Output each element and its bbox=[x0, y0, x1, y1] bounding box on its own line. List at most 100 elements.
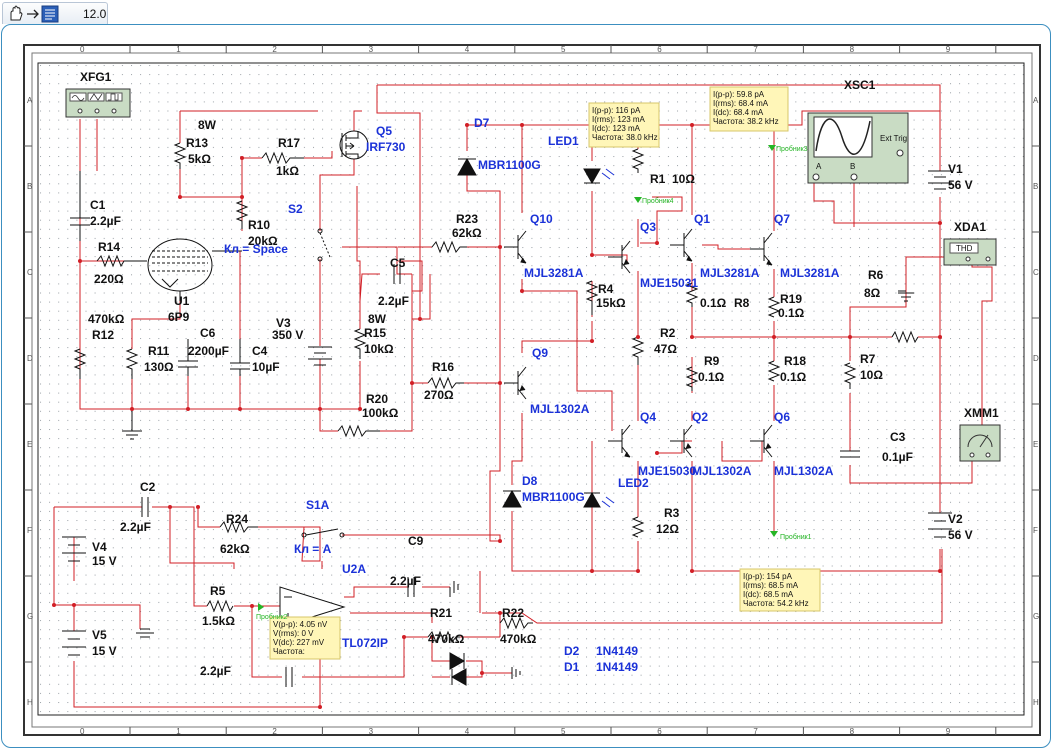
multimeter-xmm1[interactable]: XMM1 bbox=[959, 406, 1001, 462]
capacitor-c4[interactable] bbox=[230, 339, 250, 376]
resistor-r6-load[interactable] bbox=[891, 330, 919, 344]
battery-v2[interactable] bbox=[928, 512, 952, 538]
ruler-row-label: G bbox=[27, 612, 33, 621]
ruler-row-label: C bbox=[27, 268, 33, 277]
distortion-analyzer-xda1[interactable]: THD XDA1 bbox=[943, 220, 997, 266]
capacitor-c3[interactable] bbox=[840, 450, 860, 458]
transistor-q6[interactable] bbox=[750, 424, 773, 458]
transistor-q4[interactable] bbox=[608, 424, 631, 458]
resistor-r4[interactable] bbox=[585, 280, 599, 315]
tube-u1[interactable] bbox=[124, 238, 242, 301]
label-q7: Q7 bbox=[774, 212, 790, 226]
resistor-r22[interactable] bbox=[499, 616, 533, 630]
capacitor-c6[interactable] bbox=[178, 339, 198, 376]
battery-v4[interactable] bbox=[62, 536, 86, 562]
label-r17v: 1kΩ bbox=[276, 164, 299, 178]
resistor-r10[interactable] bbox=[235, 200, 249, 229]
probe-readout-line: V(dc): 227 mV bbox=[273, 638, 325, 647]
resistor-r5[interactable] bbox=[206, 599, 234, 613]
schematic-sheet-icon[interactable] bbox=[41, 5, 59, 23]
label-c5v: 2.2µF bbox=[378, 294, 409, 308]
probe-readout-line: Частота: 38.0 kHz bbox=[592, 133, 658, 142]
resistor-r7[interactable] bbox=[843, 362, 857, 389]
resistor-r2[interactable] bbox=[631, 336, 645, 365]
battery-v1[interactable] bbox=[928, 170, 952, 190]
switch-s1a[interactable] bbox=[301, 528, 345, 538]
battery-v5[interactable] bbox=[62, 630, 86, 656]
resistor-r9[interactable] bbox=[685, 366, 699, 391]
ruler-column-label: 5 bbox=[561, 45, 566, 54]
resistor-r23[interactable] bbox=[431, 240, 467, 254]
resistor-r16[interactable] bbox=[427, 376, 464, 390]
label-c2v: 2.2µF bbox=[120, 520, 151, 534]
capacitor-c9[interactable] bbox=[407, 577, 415, 597]
probe-readout-line: I(rms): 68.4 mA bbox=[713, 99, 769, 108]
diode-d8[interactable] bbox=[502, 489, 522, 508]
battery-v3[interactable] bbox=[308, 346, 332, 366]
resistor-r20[interactable] bbox=[337, 424, 380, 438]
label-d7: D7 bbox=[474, 116, 490, 130]
label-r17: R17 bbox=[278, 136, 300, 150]
function-generator-xfg1[interactable]: XFG1 bbox=[65, 70, 131, 118]
junction-dot bbox=[168, 505, 172, 509]
label-q2: Q2 bbox=[692, 410, 708, 424]
label-c9: C9 bbox=[408, 534, 424, 548]
capacitor-c1[interactable] bbox=[70, 171, 90, 241]
junction-dot bbox=[240, 195, 244, 199]
mosfet-q5[interactable] bbox=[339, 130, 369, 160]
ruler-row-label: F bbox=[27, 526, 32, 535]
label-q5p: IRF730 bbox=[366, 140, 406, 154]
label-r15: R15 bbox=[364, 326, 386, 340]
transistor-q7[interactable] bbox=[750, 232, 773, 266]
label-r12v: 470kΩ bbox=[88, 312, 125, 326]
diode-d7[interactable] bbox=[457, 157, 477, 176]
label-c9v: 2.2µF bbox=[390, 574, 421, 588]
ruler-row-label: E bbox=[1033, 440, 1038, 449]
led-led2[interactable] bbox=[583, 491, 615, 508]
junction-dot bbox=[498, 245, 502, 249]
resistor-r19[interactable] bbox=[767, 296, 781, 318]
ruler-column-label: 8 bbox=[850, 727, 855, 736]
capacitor-c2[interactable] bbox=[141, 497, 149, 517]
led-led1[interactable] bbox=[583, 168, 615, 185]
transistor-q10[interactable] bbox=[504, 230, 527, 264]
transistor-q9[interactable] bbox=[504, 366, 527, 400]
label-c-bottom: 2.2µF bbox=[200, 664, 231, 678]
hand-icon[interactable] bbox=[10, 5, 23, 21]
junction-dot bbox=[410, 381, 414, 385]
resistor-r11[interactable] bbox=[125, 348, 139, 379]
transistor-q1[interactable] bbox=[670, 228, 693, 262]
label-r7: R7 bbox=[860, 352, 876, 366]
resistor-r24[interactable] bbox=[219, 520, 258, 534]
arrow-icon bbox=[27, 9, 39, 19]
switch-s2[interactable] bbox=[317, 228, 331, 262]
probe-markers: Пробник4 Пробник3 Пробник1 Пробник2 bbox=[256, 145, 812, 621]
resistor-r17[interactable] bbox=[261, 151, 304, 165]
label-r2: R2 bbox=[660, 326, 676, 340]
resistor-r1[interactable] bbox=[631, 148, 645, 173]
schematic-tab[interactable]: 12.0 bbox=[2, 2, 108, 24]
capacitor-c5[interactable] bbox=[393, 264, 401, 284]
resistor-r13[interactable] bbox=[173, 142, 187, 169]
transistor-q2[interactable] bbox=[670, 424, 693, 458]
label-c3: C3 bbox=[890, 430, 906, 444]
label-s2: S2 bbox=[288, 202, 303, 216]
resistor-r8[interactable] bbox=[685, 282, 699, 307]
diode-d1[interactable] bbox=[450, 668, 467, 686]
oscilloscope-xsc1[interactable]: Ext Trig A B XSC1 bbox=[807, 78, 909, 184]
diode-d2[interactable] bbox=[449, 652, 466, 670]
resistor-r18[interactable] bbox=[767, 360, 781, 382]
resistor-r14[interactable] bbox=[96, 254, 125, 268]
label-r16: R16 bbox=[432, 360, 454, 374]
label-v4v: 15 V bbox=[92, 554, 117, 568]
xsc1-channel-b: B bbox=[850, 162, 855, 171]
resistor-r15[interactable] bbox=[353, 328, 367, 359]
resistor-r12[interactable] bbox=[73, 348, 87, 379]
tab-icons bbox=[10, 5, 59, 23]
resistor-r3[interactable] bbox=[631, 516, 645, 538]
transistor-q3[interactable] bbox=[608, 240, 631, 274]
capacitor-c-bottom[interactable] bbox=[285, 667, 293, 687]
probe-readout-line: I(p-p): 154 pA bbox=[743, 572, 793, 581]
resistor-r21[interactable] bbox=[427, 630, 460, 644]
